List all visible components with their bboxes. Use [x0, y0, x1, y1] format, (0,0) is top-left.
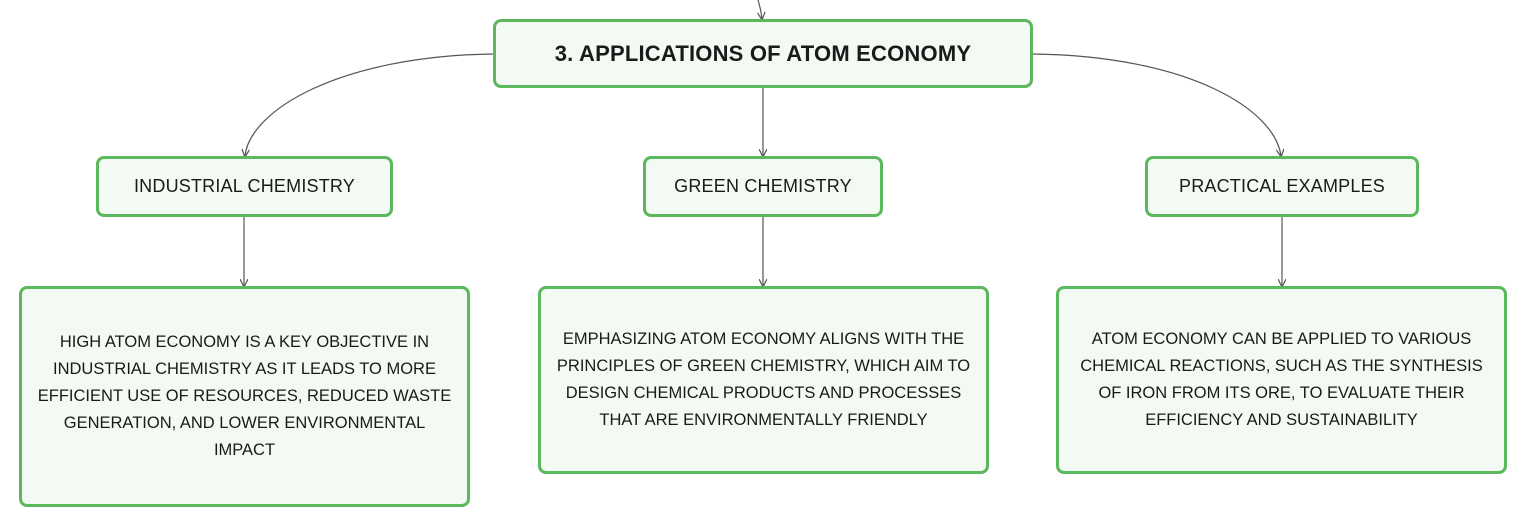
- root-to-practical-connector: [1032, 53, 1281, 156]
- detail-text: ATOM ECONOMY CAN BE APPLIED TO VARIOUS C…: [1080, 330, 1483, 429]
- detail-text: HIGH ATOM ECONOMY IS A KEY OBJECTIVE IN …: [37, 333, 452, 459]
- branch-label: INDUSTRIAL CHEMISTRY: [133, 176, 356, 196]
- root-topic-node[interactable]: 3. APPLICATIONS OF ATOM ECONOMY: [493, 19, 1033, 88]
- branch-node-green-chemistry[interactable]: GREEN CHEMISTRY: [643, 156, 883, 217]
- detail-node-industrial-chemistry[interactable]: HIGH ATOM ECONOMY IS A KEY OBJECTIVE IN …: [19, 286, 470, 507]
- branch-label: GREEN CHEMISTRY: [674, 176, 852, 196]
- root-topic-label: 3. APPLICATIONS OF ATOM ECONOMY: [554, 40, 972, 66]
- parent-to-root-connector: [758, 0, 762, 19]
- root-to-industrial-connector: [245, 53, 494, 156]
- detail-text: EMPHASIZING ATOM ECONOMY ALIGNS WITH THE…: [556, 330, 971, 429]
- branch-node-industrial-chemistry[interactable]: INDUSTRIAL CHEMISTRY: [96, 156, 393, 217]
- branch-node-practical-examples[interactable]: PRACTICAL EXAMPLES: [1145, 156, 1419, 217]
- detail-node-green-chemistry[interactable]: EMPHASIZING ATOM ECONOMY ALIGNS WITH THE…: [538, 286, 989, 474]
- branch-label: PRACTICAL EXAMPLES: [1179, 176, 1385, 196]
- detail-node-practical-examples[interactable]: ATOM ECONOMY CAN BE APPLIED TO VARIOUS C…: [1056, 286, 1507, 474]
